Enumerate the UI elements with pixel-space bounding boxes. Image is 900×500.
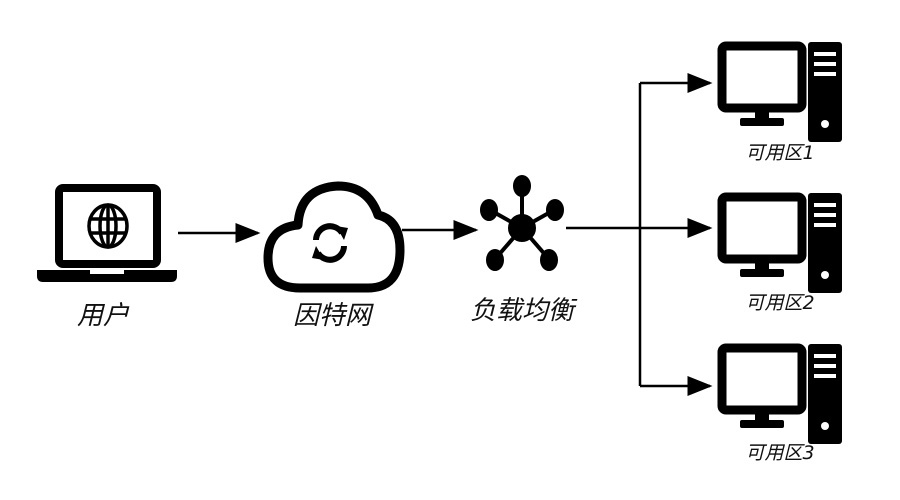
hub-network-icon (480, 175, 564, 271)
desktop-computer-icon-2 (722, 193, 842, 293)
cloud-sync-icon (263, 181, 405, 293)
desktop-computer-icon-1 (722, 42, 842, 142)
laptop-globe-icon (37, 184, 177, 282)
load-balancer-label: 负载均衡 (469, 296, 575, 326)
desktop-computer-icon-3 (722, 344, 842, 444)
zone-1-label: 可用区1 (745, 142, 815, 164)
zone-3-label: 可用区3 (745, 442, 815, 464)
distribution-connector (566, 73, 713, 396)
zone-2-label: 可用区2 (745, 292, 815, 314)
internet-label: 因特网 (292, 301, 372, 331)
user-label: 用户 (76, 301, 130, 331)
